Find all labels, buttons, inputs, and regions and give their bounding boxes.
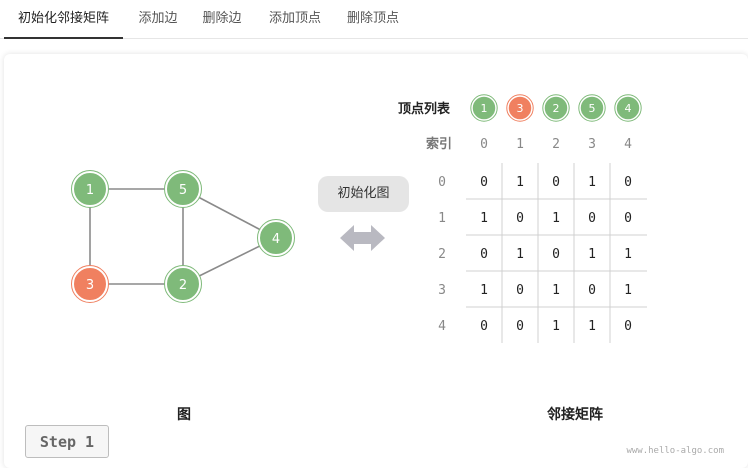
- vertex-outline: [164, 265, 202, 303]
- matrix-cell-4-1: 0: [516, 319, 524, 334]
- vertex-list-item-1: 1: [470, 94, 498, 122]
- double-arrow-icon: [340, 225, 385, 251]
- matrix-cell-2-2: 0: [552, 247, 560, 262]
- graph-vertex-5: 5: [164, 170, 202, 208]
- matrix-cell-4-0: 0: [480, 319, 488, 334]
- tab-remove-vertex[interactable]: 删除顶点: [346, 11, 399, 26]
- vertex-label: 4: [272, 232, 280, 247]
- matrix-cell-4-3: 1: [588, 319, 596, 334]
- vertex-circle: [72, 266, 108, 302]
- vertex-list-label: 顶点列表: [398, 101, 451, 117]
- column-index-4: 4: [624, 137, 632, 152]
- matrix-cell-2-4: 1: [624, 247, 632, 262]
- column-index-2: 2: [552, 137, 560, 152]
- tab-bar: 初始化邻接矩阵 添加边 删除边 添加顶点 删除顶点: [0, 0, 748, 39]
- row-index-2: 2: [438, 247, 446, 262]
- column-indices: 0 1 2 3 4: [480, 137, 632, 152]
- vertex-list-outline: [614, 94, 642, 122]
- graph-caption: 图: [177, 407, 191, 423]
- vertex-list-label: 1: [481, 102, 488, 115]
- matrix-cell-1-0: 1: [480, 211, 488, 226]
- matrix-cell-2-3: 1: [588, 247, 596, 262]
- matrix-cell-1-1: 0: [516, 211, 524, 226]
- vertex-circle: [72, 171, 108, 207]
- graph-vertex-2: 2: [164, 265, 202, 303]
- content-panel: [4, 54, 748, 468]
- vertex-outline: [71, 170, 109, 208]
- vertex-outline: [164, 170, 202, 208]
- matrix-cell-3-3: 0: [588, 283, 596, 298]
- row-index-4: 4: [438, 319, 446, 334]
- vertex-list-label: 2: [553, 102, 560, 115]
- vertex-list-circle: [579, 95, 605, 121]
- step-button[interactable]: Step 1: [25, 425, 109, 458]
- index-label: 索引: [426, 136, 452, 152]
- vertex-list-label: 3: [517, 102, 524, 115]
- vertex-list-outline: [506, 94, 534, 122]
- matrix-caption: 邻接矩阵: [547, 407, 603, 423]
- matrix-cell-3-0: 1: [480, 283, 488, 298]
- matrix-cell-3-4: 1: [624, 283, 632, 298]
- vertex-label: 3: [86, 278, 94, 293]
- vertex-list-outline: [470, 94, 498, 122]
- matrix-grid: [466, 163, 647, 343]
- vertex-circle: [165, 171, 201, 207]
- vertex-list-label: 4: [625, 102, 632, 115]
- tab-add-edge[interactable]: 添加边: [138, 11, 178, 26]
- vertex-list-label: 5: [589, 102, 596, 115]
- matrix-cell-4-4: 0: [624, 319, 632, 334]
- column-index-0: 0: [480, 137, 488, 152]
- tab-add-vertex[interactable]: 添加顶点: [268, 11, 321, 26]
- matrix-cell-4-2: 1: [552, 319, 560, 334]
- vertex-list-item-2: 2: [542, 94, 570, 122]
- vertex-label: 5: [179, 183, 187, 198]
- vertex-list-outline: [542, 94, 570, 122]
- vertex-list-item-4: 4: [614, 94, 642, 122]
- vertex-list-circle: [543, 95, 569, 121]
- tab-init-matrix[interactable]: 初始化邻接矩阵: [4, 0, 123, 39]
- matrix-cell-0-3: 1: [588, 175, 596, 190]
- matrix-cell-0-2: 0: [552, 175, 560, 190]
- row-index-0: 0: [438, 175, 446, 190]
- matrix-cell-2-0: 0: [480, 247, 488, 262]
- matrix-cells: 0 1 0 1 0 1 0 1 0 0 0 1 0 1 1 1 0 1 0 1 0 0 1 1 0: [480, 175, 632, 334]
- matrix-cell-0-0: 0: [480, 175, 488, 190]
- vertex-label: 2: [179, 278, 187, 293]
- vertex-label: 1: [86, 183, 94, 198]
- vertex-list: 1 3 2 5 4: [470, 94, 642, 122]
- watermark: www.hello-algo.com: [626, 446, 724, 456]
- matrix-cell-2-1: 1: [516, 247, 524, 262]
- tab-remove-edge[interactable]: 删除边: [202, 11, 242, 26]
- vertex-list-circle: [507, 95, 533, 121]
- vertex-circle: [258, 220, 294, 256]
- matrix-cell-0-4: 0: [624, 175, 632, 190]
- vertex-list-item-3: 3: [506, 94, 534, 122]
- vertex-list-item-5: 5: [578, 94, 606, 122]
- graph-vertex-3: 3: [71, 265, 109, 303]
- matrix-cell-1-3: 0: [588, 211, 596, 226]
- vertex-list-circle: [471, 95, 497, 121]
- column-index-1: 1: [516, 137, 524, 152]
- init-graph-label: 初始化图: [318, 176, 409, 212]
- row-index-1: 1: [438, 211, 446, 226]
- matrix-cell-1-4: 0: [624, 211, 632, 226]
- vertex-list-outline: [578, 94, 606, 122]
- graph-vertex-4: 4: [257, 219, 295, 257]
- matrix-cell-0-1: 1: [516, 175, 524, 190]
- vertex-outline: [257, 219, 295, 257]
- matrix-cell-3-1: 0: [516, 283, 524, 298]
- row-indices: 0 1 2 3 4: [438, 175, 446, 334]
- row-index-3: 3: [438, 283, 446, 298]
- column-index-3: 3: [588, 137, 596, 152]
- matrix-cell-3-2: 1: [552, 283, 560, 298]
- vertex-outline: [71, 265, 109, 303]
- vertex-list-circle: [615, 95, 641, 121]
- vertex-circle: [165, 266, 201, 302]
- graph-nodes: 1 5 4 3 2: [71, 170, 295, 303]
- matrix-cell-1-2: 1: [552, 211, 560, 226]
- graph-vertex-1: 1: [71, 170, 109, 208]
